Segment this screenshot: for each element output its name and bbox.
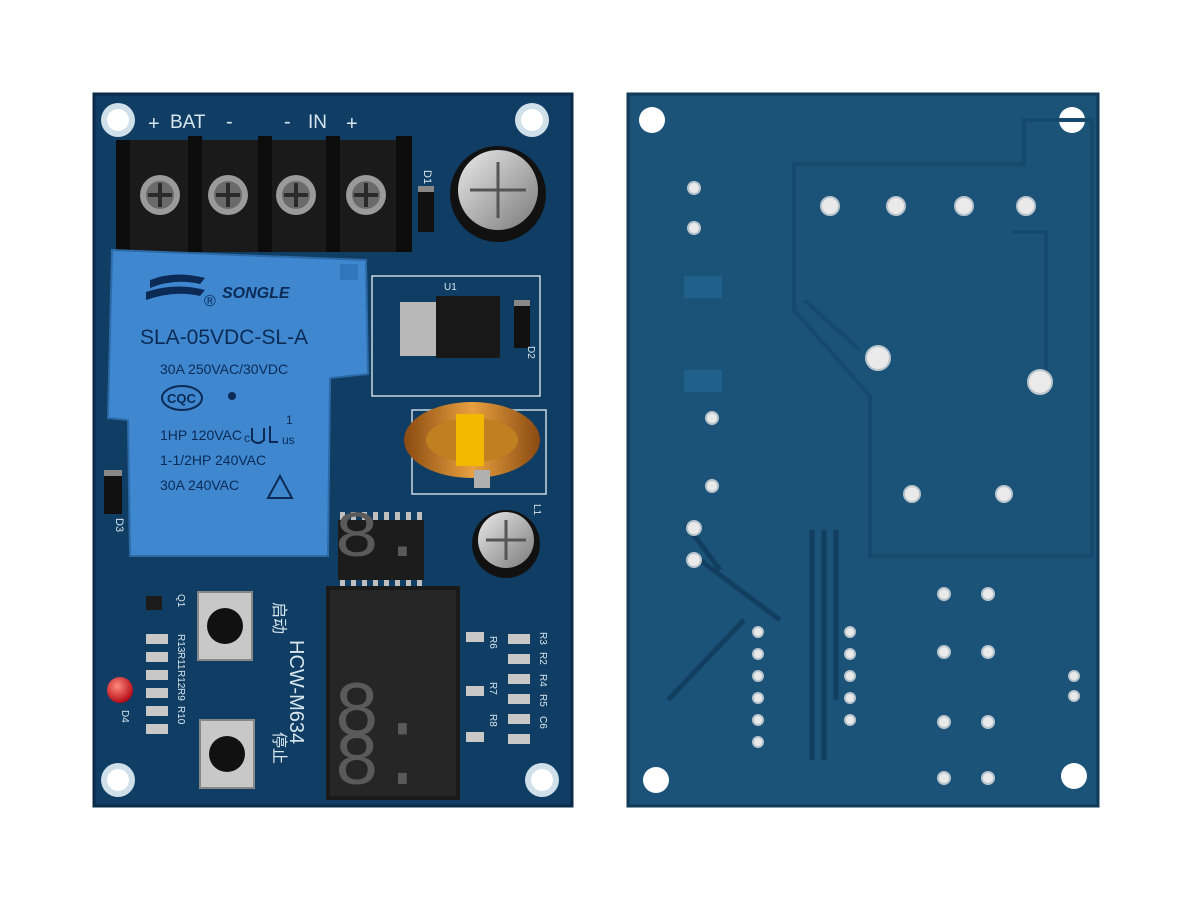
svg-text:R12: R12: [175, 670, 186, 689]
svg-text:D3: D3: [113, 518, 125, 532]
warning-triangle-icon: [266, 473, 294, 499]
relay-a240: 30A 240VAC: [160, 477, 239, 493]
terminal-screw[interactable]: [208, 175, 248, 215]
mounting-holes: [101, 103, 559, 797]
svg-text:C6: C6: [537, 716, 548, 729]
relay-ul-one: 1: [286, 413, 293, 427]
diode-d2: D2: [514, 300, 536, 359]
svg-text:D2: D2: [525, 346, 536, 359]
bat-minus-label: -: [226, 111, 233, 133]
relay-brand: SONGLE: [222, 285, 291, 302]
display-digit: 8.: [334, 671, 425, 759]
svg-text:Q1: Q1: [175, 594, 186, 608]
relay-ul-us: us: [282, 433, 295, 447]
in-plus-label: +: [346, 113, 358, 135]
resistor-array-left: R13 R11 R12 R9 R10: [146, 634, 186, 734]
display-digit: 8.: [334, 721, 425, 807]
in-label: IN: [308, 112, 327, 133]
svg-text:L1: L1: [531, 504, 542, 516]
terminal-screw[interactable]: [140, 175, 180, 215]
diode-d3: D3: [104, 470, 125, 532]
svg-text:U1: U1: [444, 282, 457, 293]
regulator-u1: U1: [371, 275, 541, 397]
start-button[interactable]: [197, 591, 253, 661]
svg-text:R13: R13: [175, 634, 186, 653]
inductor-l1: L1: [404, 402, 547, 516]
svg-text:R10: R10: [175, 706, 186, 725]
in-minus-label: -: [284, 111, 291, 133]
capacitor-large: [450, 146, 546, 242]
terminal-screw[interactable]: [276, 175, 316, 215]
svg-text:D4: D4: [119, 710, 130, 723]
bat-plus-label: +: [148, 113, 160, 135]
solder-pads: [686, 181, 1080, 785]
svg-text:R9: R9: [175, 688, 186, 701]
ul-mark-icon: [251, 426, 278, 444]
stop-label: 停止: [270, 732, 288, 764]
seven-segment-display: 8. 8. 8.: [326, 503, 460, 807]
svg-text:R8: R8: [487, 714, 498, 727]
svg-text:R6: R6: [487, 636, 498, 649]
smd-footprints: [684, 276, 722, 392]
svg-text:R7: R7: [487, 682, 498, 695]
resistor-array-right: R6 R7 R8 R3 R2 R4 R5 C6: [466, 632, 548, 744]
svg-text:D1: D1: [421, 170, 433, 184]
terminal-screw[interactable]: [346, 175, 386, 215]
display-digit: 8.: [334, 503, 425, 576]
songle-logo-icon: [146, 274, 205, 300]
back-board: [626, 92, 1100, 808]
bat-label: BAT: [170, 112, 206, 133]
relay: ® SONGLE SLA-05VDC-SL-A 30A 250VAC/30VDC…: [106, 248, 370, 557]
svg-text:R2: R2: [537, 652, 548, 665]
microcontroller-ic: [338, 512, 424, 588]
relay-model: SLA-05VDC-SL-A: [140, 326, 308, 349]
svg-text:R4: R4: [537, 674, 548, 687]
relay-ul-c: c: [244, 431, 250, 445]
front-board: + BAT - - IN +: [92, 92, 574, 808]
screw-terminal-block: [116, 136, 412, 252]
board-model: HCW-M634: [285, 640, 307, 744]
relay-registered: ®: [204, 293, 216, 310]
diode-d1: D1: [418, 170, 434, 232]
stop-button[interactable]: [199, 719, 255, 789]
svg-text:R3: R3: [537, 632, 548, 645]
start-label: 启动: [270, 602, 288, 634]
capacitor-small: [472, 510, 540, 578]
relay-cert: CQC: [167, 391, 197, 406]
led-d4: D4: [107, 677, 133, 723]
relay-hp240: 1-1/2HP 240VAC: [160, 452, 266, 468]
relay-ul-line: 1HP 120VAC: [160, 427, 242, 443]
copper-pour: [792, 118, 1094, 558]
svg-text:R11: R11: [175, 652, 186, 670]
svg-text:R5: R5: [537, 694, 548, 707]
transistor-q1: Q1: [146, 594, 186, 610]
relay-rating: 30A 250VAC/30VDC: [160, 361, 288, 377]
